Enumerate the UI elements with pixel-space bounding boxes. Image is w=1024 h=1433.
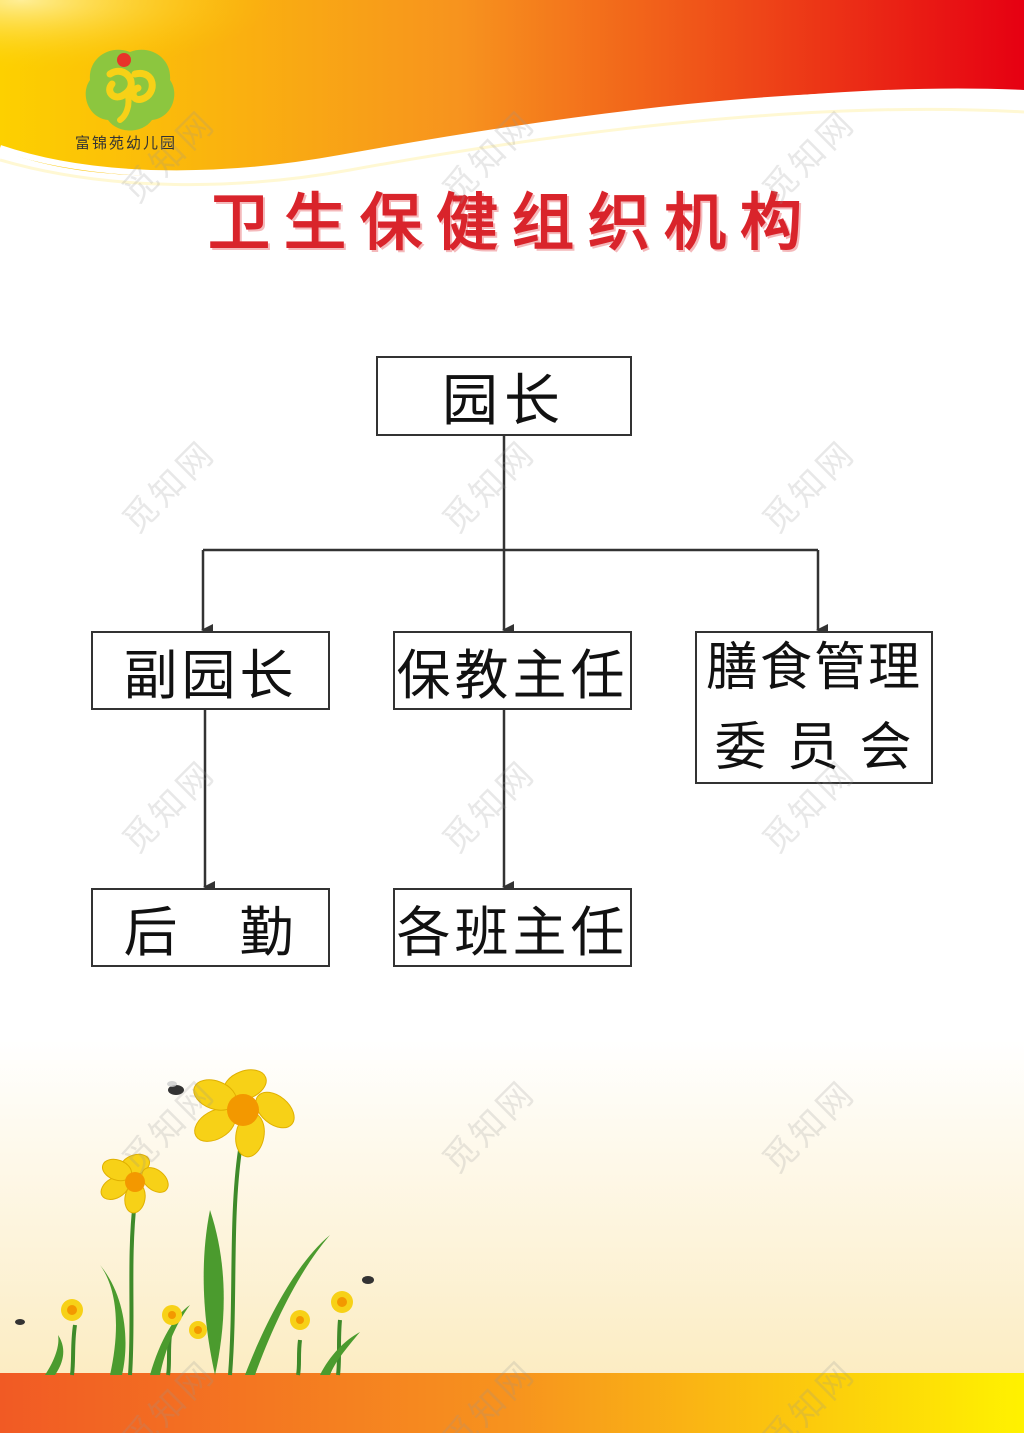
bee-icon xyxy=(167,1081,184,1095)
daffodil-big-icon xyxy=(193,1069,295,1158)
kindergarten-name: 富锦苑幼儿园 xyxy=(74,134,177,152)
org-node-logistics: 后 勤 xyxy=(91,888,330,967)
org-node-vice-principal: 副园长 xyxy=(91,631,330,710)
page-title: 卫生保健组织机构 xyxy=(207,186,816,259)
org-node-diet-committee-line1: 膳食管理 xyxy=(705,637,922,698)
org-node-principal: 园长 xyxy=(376,356,632,436)
bottom-decoration xyxy=(0,1040,1024,1433)
bee-icon xyxy=(362,1276,374,1284)
org-node-diet-committee-line2: 委 员 会 xyxy=(714,717,914,778)
bee-icon xyxy=(15,1319,25,1325)
daffodil-small-icons xyxy=(61,1291,353,1339)
org-node-education-director-label: 保教主任 xyxy=(396,644,629,707)
kindergarten-logo-icon xyxy=(85,49,175,131)
org-node-education-director: 保教主任 xyxy=(393,631,632,710)
org-node-class-directors: 各班主任 xyxy=(393,888,632,967)
org-node-vice-principal-label: 副园长 xyxy=(123,644,298,707)
daffodil-medium-icon xyxy=(100,1153,169,1214)
org-node-logistics-label: 后 勤 xyxy=(123,901,298,964)
org-node-class-directors-label: 各班主任 xyxy=(396,901,629,964)
org-node-principal-label: 园长 xyxy=(442,368,566,434)
org-node-diet-committee: 膳食管理 委 员 会 xyxy=(695,631,933,784)
